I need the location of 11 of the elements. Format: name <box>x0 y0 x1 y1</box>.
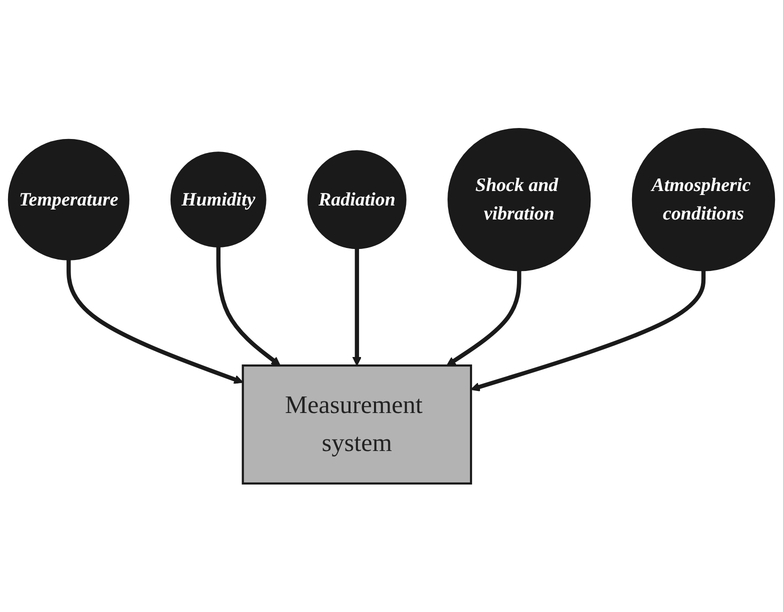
node-circle: Atmospheric conditions <box>632 128 776 272</box>
arrow <box>446 270 522 366</box>
arrow <box>352 248 362 366</box>
node-circle: Shock and vibration <box>448 128 591 272</box>
arrow <box>66 260 244 384</box>
arrow <box>216 247 281 366</box>
node-box: Measurement system <box>242 364 472 485</box>
node-circle: Radiation <box>307 150 406 250</box>
arrow <box>470 270 706 392</box>
node-circle: Temperature <box>8 138 130 260</box>
node-circle: Humidity <box>170 152 266 248</box>
